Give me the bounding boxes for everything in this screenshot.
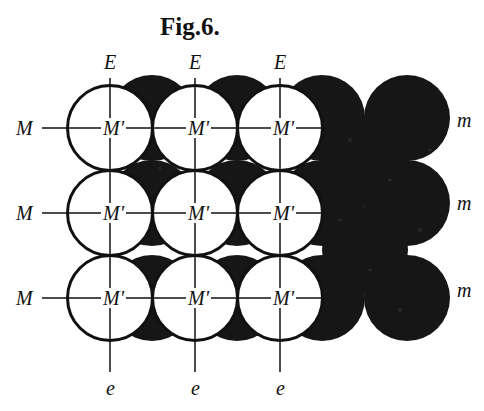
sphere-node: M' — [237, 255, 323, 341]
sphere-circle — [153, 171, 237, 255]
centre-label: M' — [186, 288, 211, 308]
centre-label: M' — [186, 118, 211, 138]
axis-letter: m — [456, 193, 472, 213]
sphere-circle — [68, 256, 152, 340]
sphere-node: M' — [67, 255, 153, 341]
sphere-circle — [153, 256, 237, 340]
axis-lines — [42, 78, 323, 372]
axis-letter: E — [188, 52, 202, 72]
sphere-circle — [238, 256, 322, 340]
centre-label: M' — [271, 203, 296, 223]
axis-letter: E — [273, 52, 287, 72]
sphere-node: M' — [67, 85, 153, 171]
centre-label: M' — [271, 118, 296, 138]
axis-letter: M — [15, 288, 34, 308]
figure-title: Fig.6. — [160, 14, 220, 39]
centre-label: M' — [101, 203, 126, 223]
axis-letter: e — [190, 378, 201, 398]
sphere-circle — [153, 86, 237, 170]
sphere-circle — [68, 171, 152, 255]
axis-letter: m — [456, 110, 472, 130]
sphere-node: M' — [237, 85, 323, 171]
axis-letter: E — [103, 52, 117, 72]
sphere-node: M' — [152, 170, 238, 256]
centre-label: M' — [186, 203, 211, 223]
sphere-node: M' — [152, 85, 238, 171]
axis-letter: e — [105, 378, 116, 398]
sphere-node: M' — [237, 170, 323, 256]
axis-letter: m — [456, 280, 472, 300]
axis-letter: M — [15, 203, 34, 223]
sphere-node: M' — [152, 255, 238, 341]
axis-letter: M — [15, 118, 34, 138]
sphere-circle — [238, 171, 322, 255]
centre-label: M' — [101, 288, 126, 308]
sphere-circle — [238, 86, 322, 170]
axis-letter: e — [275, 378, 286, 398]
centre-label: M' — [101, 118, 126, 138]
sphere-circle — [68, 86, 152, 170]
sphere-node: M' — [67, 170, 153, 256]
centre-label: M' — [271, 288, 296, 308]
front-layer-spheres — [67, 85, 323, 341]
